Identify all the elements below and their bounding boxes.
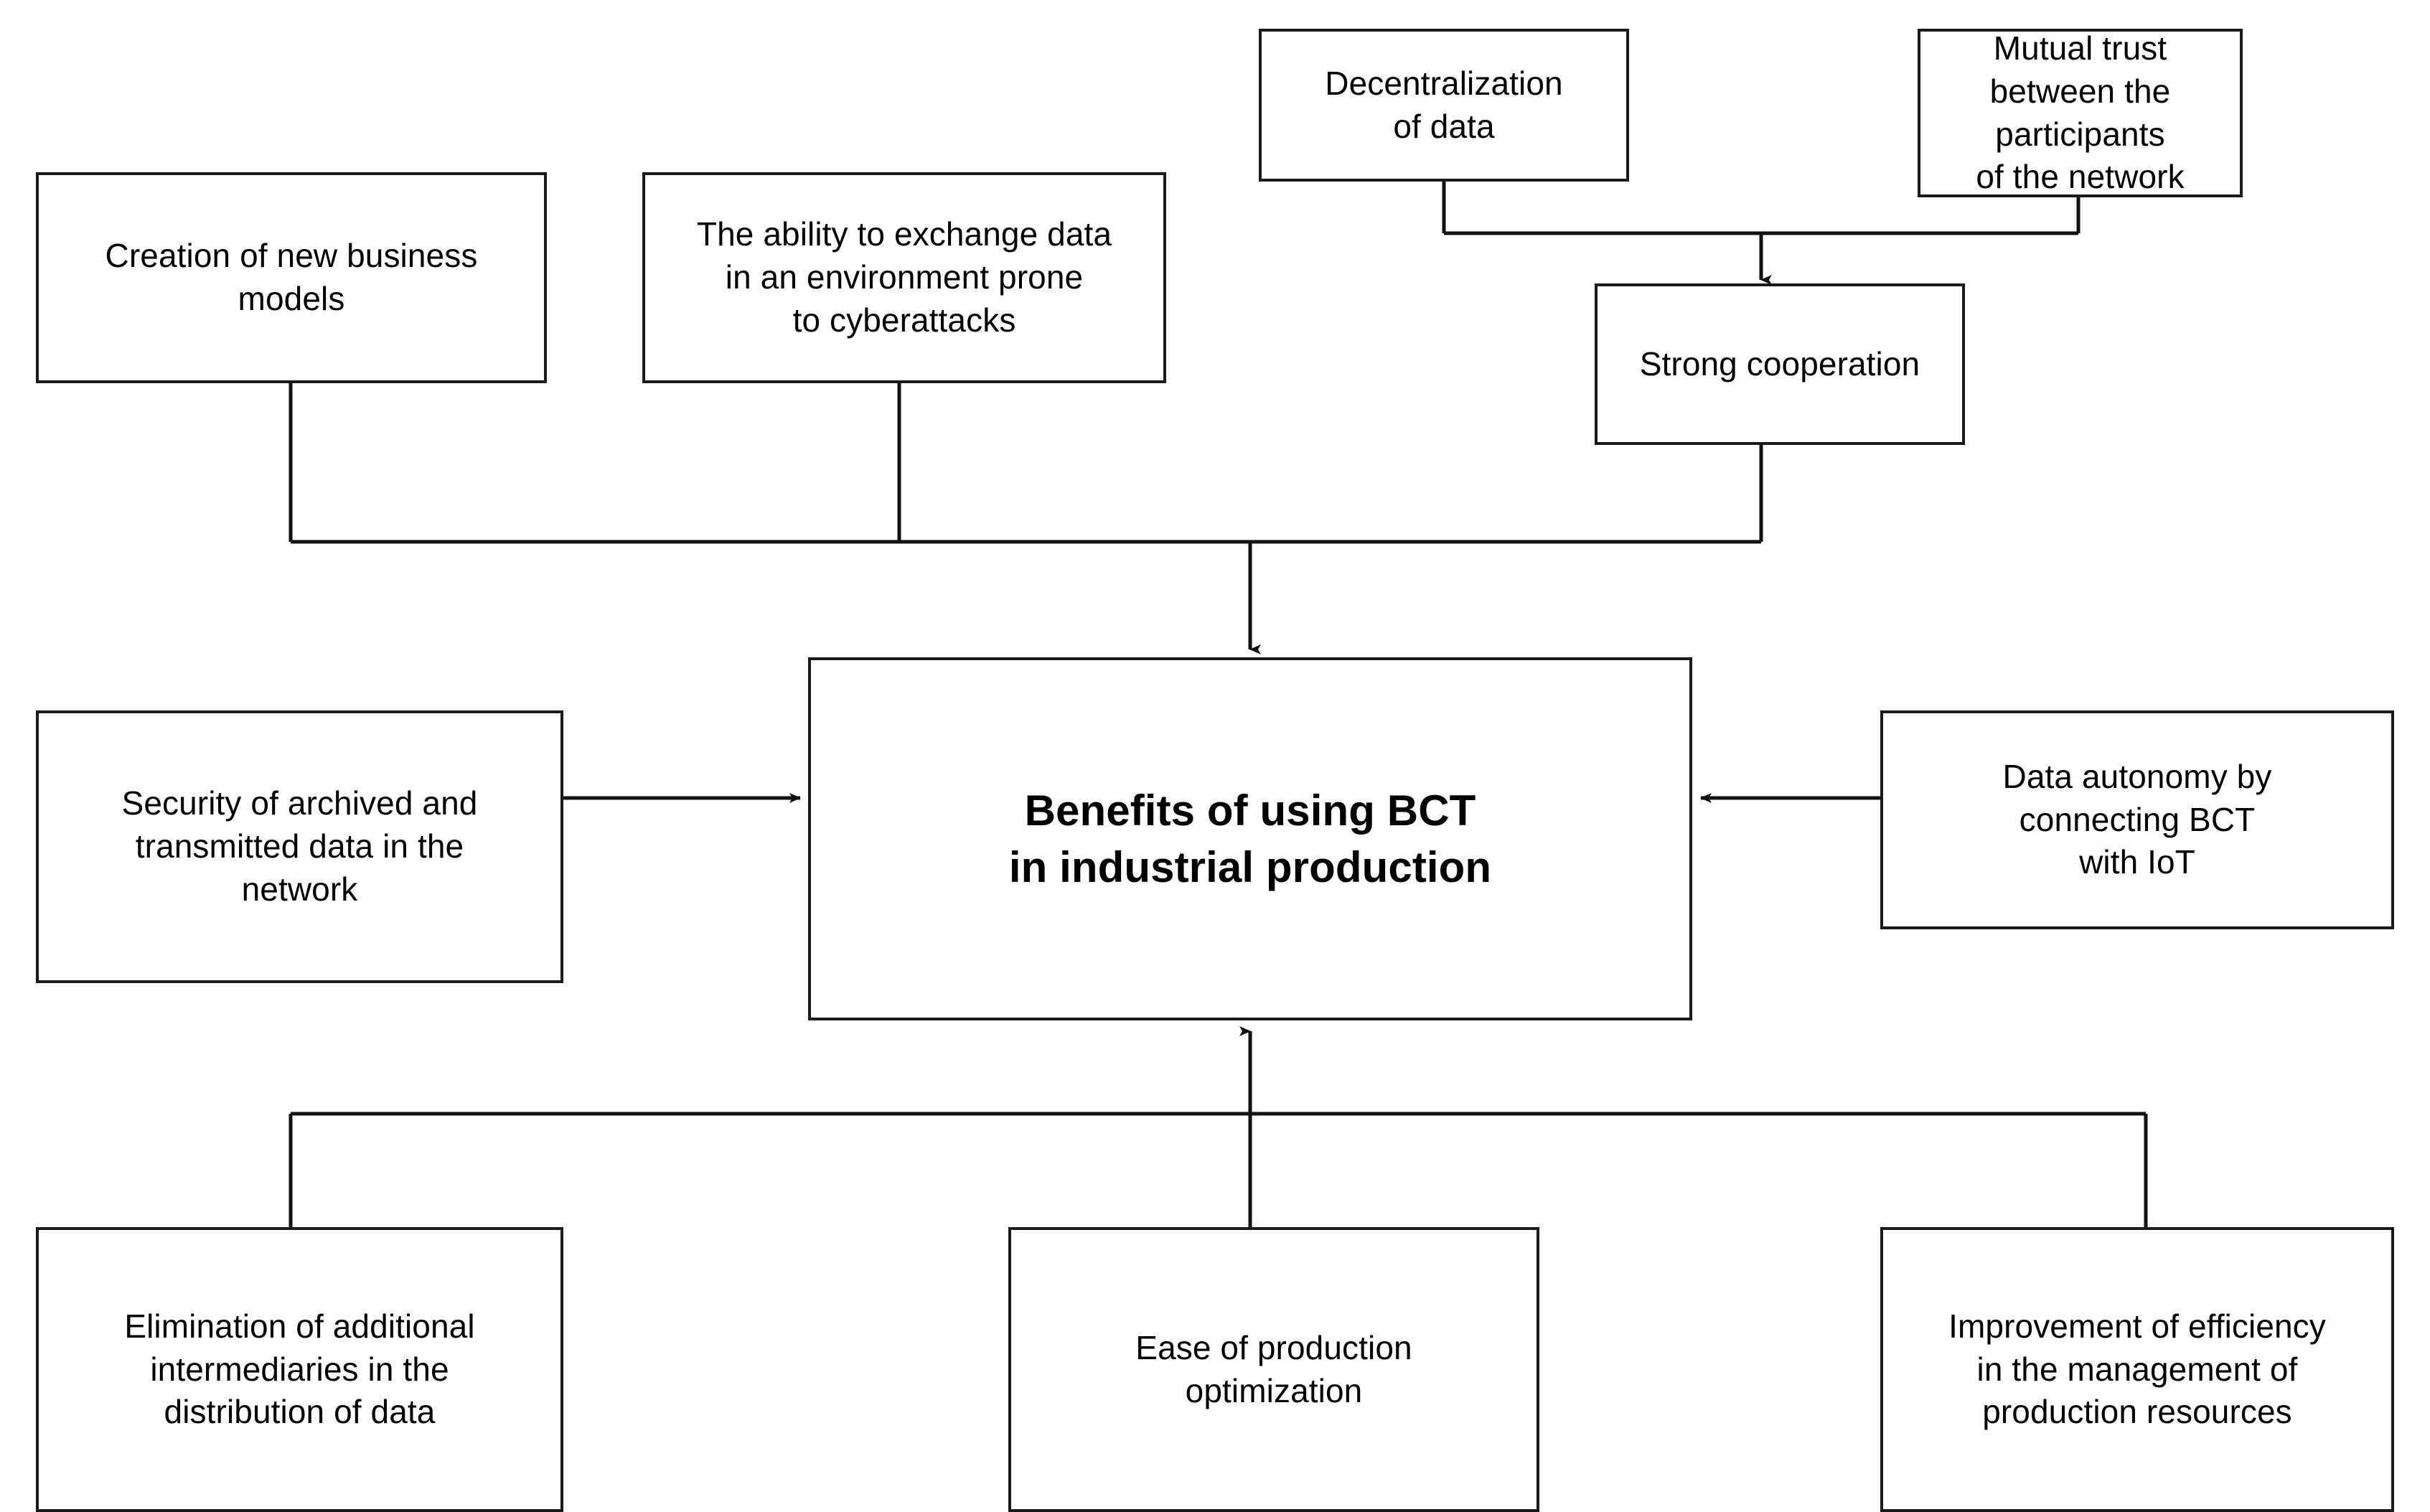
node-ability-to-exchange-data[interactable]: The ability to exchange data in an envir… [642,172,1166,383]
node-label: Improvement of efficiency in the managem… [1948,1307,2326,1431]
node-security-of-archived-and-transmitted-data[interactable]: Security of archived and transmitted dat… [36,710,563,983]
node-label: Ease of production optimization [1135,1328,1412,1409]
node-mutual-trust[interactable]: Mutual trust between the participants of… [1918,29,2243,197]
node-decentralization-of-data[interactable]: Decentralization of data [1259,29,1629,182]
node-label: Strong cooperation [1639,344,1920,382]
node-label: Decentralization of data [1325,64,1563,145]
node-elimination-of-intermediaries[interactable]: Elimination of additional intermediaries… [36,1227,563,1512]
node-label: Elimination of additional intermediaries… [124,1307,475,1431]
node-center-benefits-of-using-bct[interactable]: Benefits of using BCT in industrial prod… [808,657,1692,1020]
node-label: Benefits of using BCT in industrial prod… [1008,786,1492,891]
node-label: Creation of new business models [105,237,478,317]
node-label: Data autonomy by connecting BCT with IoT [2002,757,2272,881]
node-label: Mutual trust between the participants of… [1976,29,2185,196]
node-ease-of-production-optimization[interactable]: Ease of production optimization [1008,1227,1539,1512]
node-label: Security of archived and transmitted dat… [121,784,478,908]
node-label: The ability to exchange data in an envir… [696,215,1112,339]
node-improvement-of-efficiency[interactable]: Improvement of efficiency in the managem… [1880,1227,2394,1512]
node-strong-cooperation[interactable]: Strong cooperation [1595,283,1965,445]
node-data-autonomy[interactable]: Data autonomy by connecting BCT with IoT [1880,710,2394,929]
node-creation-of-new-business-models[interactable]: Creation of new business models [36,172,547,383]
